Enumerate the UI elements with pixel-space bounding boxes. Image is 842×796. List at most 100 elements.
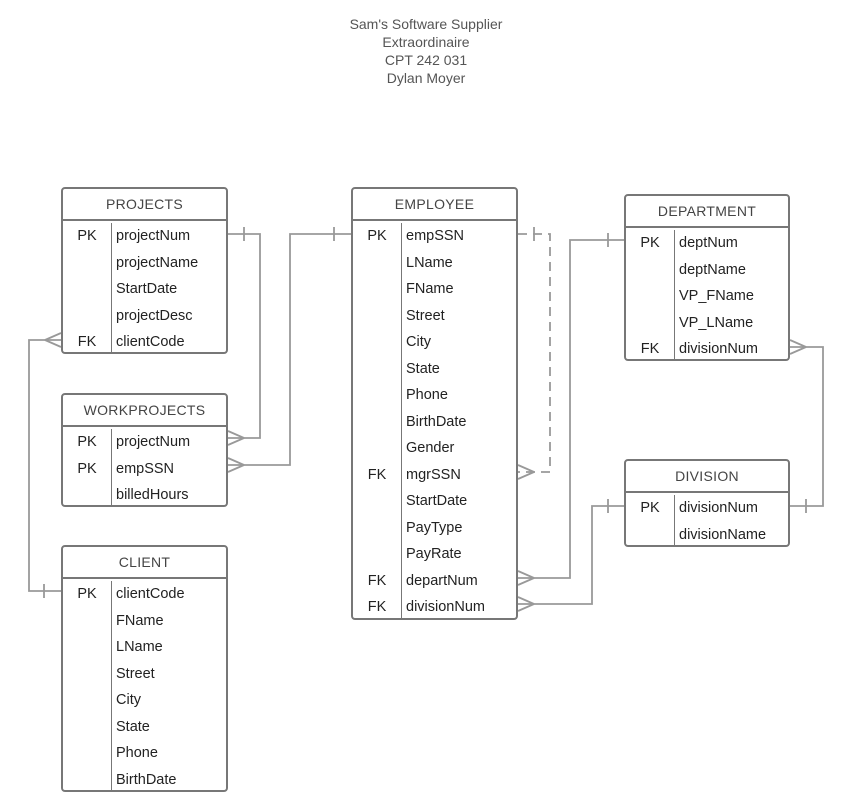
key-label	[353, 382, 402, 409]
attribute-name: StartDate	[116, 281, 178, 297]
key-label: FK	[353, 461, 402, 488]
attribute-name: projectNum	[116, 434, 191, 450]
attribute-name: deptName	[679, 261, 746, 278]
entity-name: DEPARTMENT	[626, 196, 788, 228]
attribute-name: departNum	[406, 572, 478, 589]
key-label: FK	[626, 336, 675, 359]
attribute-name: State	[116, 718, 150, 735]
attribute-row: billedHours	[63, 482, 226, 505]
attribute-name: divisionNum	[679, 341, 758, 357]
key-label	[353, 329, 402, 356]
attribute-name: divisionName	[679, 526, 767, 543]
key-label	[63, 634, 112, 661]
rel-division-employee	[517, 499, 624, 612]
attribute-name: FName	[406, 281, 454, 297]
attribute-name: empSSN	[406, 228, 465, 244]
attribute-row: Street	[63, 660, 226, 687]
attribute-name: BirthDate	[406, 413, 467, 430]
title-line: Sam's Software Supplier	[349, 16, 503, 32]
attribute-name: deptNum	[679, 235, 738, 251]
attribute-row: divisionName	[626, 521, 788, 545]
attribute-name: Gender	[406, 440, 455, 456]
key-label	[63, 249, 112, 276]
attribute-name: FName	[116, 612, 164, 629]
attribute-row: FName	[353, 276, 516, 303]
attribute-row: Phone	[353, 382, 516, 409]
entity-name: WORKPROJECTS	[63, 395, 226, 427]
key-label	[63, 302, 112, 329]
attribute-name: projectName	[116, 254, 199, 271]
attribute-name: VP_FName	[679, 288, 754, 304]
rel-department-employee	[517, 233, 624, 586]
attribute-row: projectDesc	[63, 302, 226, 329]
attribute-row: BirthDate	[63, 766, 226, 790]
attribute-name: divisionNum	[679, 500, 758, 516]
key-label	[626, 256, 675, 283]
attribute-row: StartDate	[63, 276, 226, 303]
key-label	[353, 408, 402, 435]
attribute-name: City	[116, 692, 141, 708]
rel-projects-workprojects	[227, 227, 261, 446]
key-label: PK	[626, 230, 675, 257]
attribute-row: VP_FName	[626, 283, 788, 310]
attribute-name: clientCode	[116, 586, 185, 602]
key-label	[63, 713, 112, 740]
attribute-name: VP_LName	[679, 314, 754, 331]
key-label	[63, 740, 112, 767]
key-label	[626, 283, 675, 310]
entity-name: CLIENT	[63, 547, 226, 579]
key-label	[353, 488, 402, 515]
attribute-name: empSSN	[116, 460, 175, 477]
attribute-name: mgrSSN	[406, 466, 461, 483]
key-label	[353, 514, 402, 541]
attribute-name: StartDate	[406, 493, 468, 509]
attribute-row: Street	[353, 302, 516, 329]
key-label	[63, 660, 112, 687]
title-line: CPT 242 031	[384, 52, 468, 68]
attribute-name: LName	[406, 254, 453, 271]
attribute-name: Street	[116, 665, 155, 682]
key-label	[353, 435, 402, 462]
key-label	[626, 521, 675, 545]
attribute-name: projectDesc	[116, 307, 193, 324]
attribute-row: Phone	[63, 740, 226, 767]
key-label	[353, 249, 402, 276]
key-label	[63, 766, 112, 790]
attribute-name: LName	[116, 639, 163, 655]
key-label: FK	[63, 329, 112, 352]
attribute-row: State	[63, 713, 226, 740]
rel-client-projects	[28, 332, 62, 598]
key-label	[63, 687, 112, 714]
rel-division-department	[789, 339, 824, 513]
key-label: PK	[63, 455, 112, 482]
attribute-row: LName	[63, 634, 226, 661]
key-label: PK	[63, 223, 112, 250]
rel-employee-manager	[517, 227, 551, 480]
key-label	[63, 607, 112, 634]
attribute-name: BirthDate	[116, 771, 177, 788]
attribute-row: BirthDate	[353, 408, 516, 435]
key-label: FK	[353, 567, 402, 594]
key-label: PK	[626, 495, 675, 522]
attribute-row: Gender	[353, 435, 516, 462]
attribute-row: State	[353, 355, 516, 382]
attribute-name: State	[406, 360, 440, 377]
rel-employee-workprojects	[227, 227, 351, 473]
attribute-row: City	[353, 329, 516, 356]
entity-name: DIVISION	[626, 461, 788, 493]
attribute-row: projectName	[63, 249, 226, 276]
